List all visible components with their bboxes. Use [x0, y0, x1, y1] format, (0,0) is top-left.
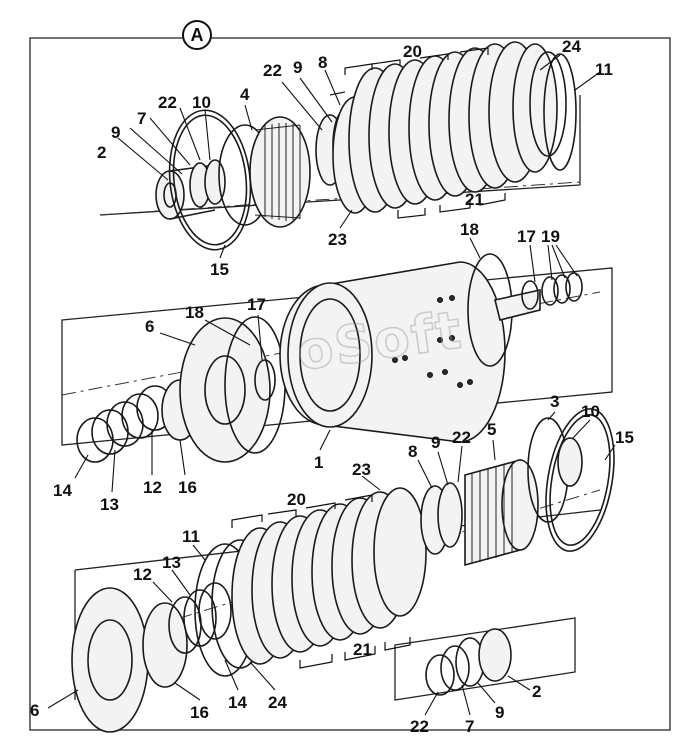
callouts-middle: 18 17 19 6 18 17 1 14 13 12 16 [53, 220, 560, 514]
callout-11: 11 [595, 60, 613, 79]
callout-9: 9 [293, 58, 302, 77]
callout-18: 18 [460, 220, 479, 239]
callout-20: 20 [287, 490, 306, 509]
callout-4: 4 [240, 85, 250, 104]
callout-11: 11 [182, 527, 200, 546]
callouts-bottom: 3 10 15 8 9 22 5 23 20 11 12 13 21 14 24… [30, 392, 634, 736]
callout-22: 22 [158, 93, 177, 112]
clutch-pack-top [348, 41, 558, 213]
callout-7: 7 [137, 109, 146, 128]
callout-18: 18 [185, 303, 204, 322]
top-assembly [99, 41, 581, 251]
callout-12: 12 [143, 478, 162, 497]
callout-17: 17 [517, 227, 536, 246]
bottom-assembly [71, 408, 615, 733]
callout-14: 14 [53, 481, 72, 500]
callout-7: 7 [465, 717, 474, 736]
callout-14: 14 [228, 693, 247, 712]
callout-22: 22 [452, 428, 471, 447]
drum-holes [392, 295, 473, 388]
callout-2: 2 [532, 682, 541, 701]
callout-20: 20 [403, 42, 422, 61]
leader-lines [47, 54, 616, 716]
callout-24: 24 [562, 37, 581, 56]
callout-21: 21 [353, 640, 372, 659]
callout-5: 5 [487, 420, 496, 439]
callout-21: 21 [465, 190, 484, 209]
callout-15: 15 [210, 260, 229, 279]
callout-9: 9 [495, 703, 504, 722]
callout-17: 17 [247, 295, 266, 314]
callout-13: 13 [100, 495, 119, 514]
callout-19: 19 [541, 227, 560, 246]
callout-15: 15 [615, 428, 634, 447]
middle-assembly [61, 253, 601, 463]
section-marker: A [182, 20, 212, 50]
callout-6: 6 [145, 317, 154, 336]
gear-teeth-4 [264, 123, 301, 221]
callout-2: 2 [97, 143, 106, 162]
callout-9: 9 [111, 123, 120, 142]
group-brackets [231, 47, 506, 669]
callout-13: 13 [162, 553, 181, 572]
callout-8: 8 [318, 53, 327, 72]
callout-16: 16 [190, 703, 209, 722]
callout-6: 6 [30, 701, 39, 720]
callout-1: 1 [314, 453, 323, 472]
callout-22: 22 [410, 717, 429, 736]
callout-10: 10 [581, 402, 600, 421]
section-label: A [191, 25, 204, 45]
callout-22: 22 [263, 61, 282, 80]
callout-16: 16 [178, 478, 197, 497]
callout-23: 23 [328, 230, 347, 249]
callouts-top: 20 24 11 22 9 8 22 10 4 7 9 2 23 21 15 [97, 37, 613, 279]
callout-12: 12 [133, 565, 152, 584]
callout-10: 10 [192, 93, 211, 112]
callout-24: 24 [268, 693, 287, 712]
gear-teeth-5 [471, 463, 513, 564]
callout-23: 23 [352, 460, 371, 479]
callout-9: 9 [431, 433, 440, 452]
springs-left [76, 385, 174, 463]
callout-3: 3 [550, 392, 559, 411]
clutch-pack-bottom [231, 487, 427, 665]
callout-8: 8 [408, 442, 417, 461]
